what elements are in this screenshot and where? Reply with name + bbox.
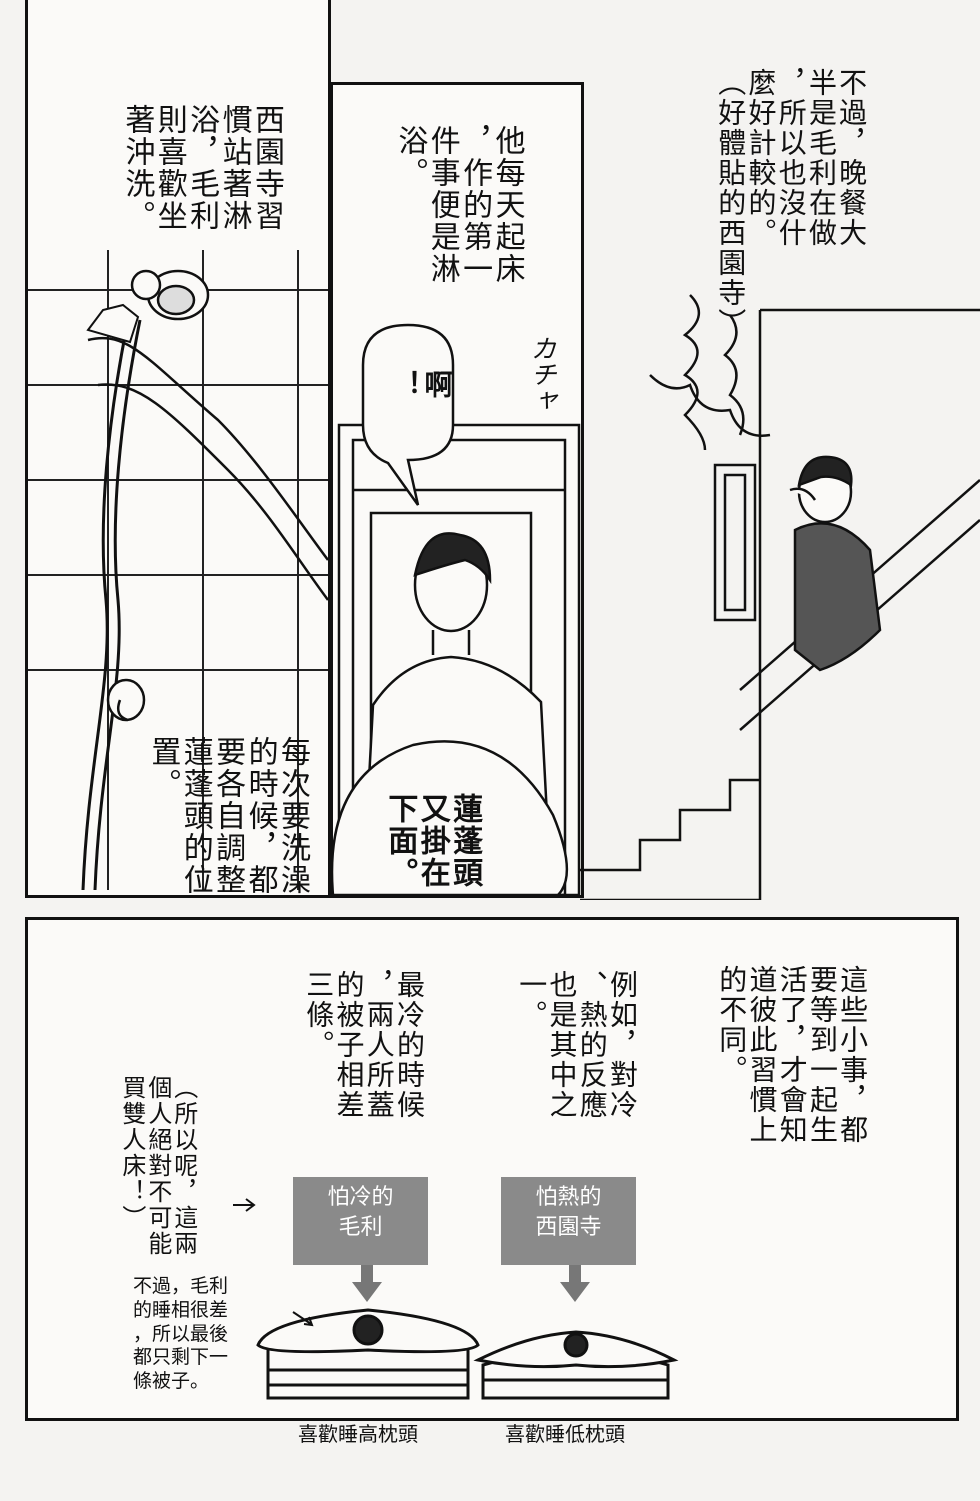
speech-ah: 啊 ！ — [390, 370, 454, 400]
label-mouri: 怕冷的 毛利 — [293, 1177, 428, 1265]
panel-door: 他每天起床 ，作的第一 件事便是淋 浴。 カチャ 啊 ！ 蓮蓬頭 又掛在 下面。 — [330, 82, 584, 898]
caption-adjust: 每次要洗澡 的時候，都 要各自調整 蓮蓬頭的位 置。 — [145, 736, 310, 896]
caption-hung: 蓮蓬頭 又掛在 下面。 — [382, 793, 483, 889]
hook-icon — [106, 678, 146, 722]
note-sleep: 不過，毛利 的睡相很差 ，所以最後 都只剩下一 條被子。 — [133, 1275, 229, 1392]
person-figure — [333, 532, 569, 895]
caption-morning: 他每天起床 ，作的第一 件事便是淋 浴。 — [392, 125, 525, 285]
caption-bed: （所以呢，這兩 個人絕對不可能 買雙人床！） — [117, 1075, 198, 1257]
stairs-artwork — [580, 294, 980, 900]
caption-blankets: 最冷的時候 ，兩人所蓋 的被子相差 三條。 — [302, 970, 426, 1120]
blanket-stack-low — [473, 1330, 679, 1400]
panel-shower: 西園寺習 慣站著淋 浴，毛利 則喜歡坐 著沖洗。 每次要洗澡 的時候，都 要各自… — [25, 0, 331, 898]
person-figure — [789, 455, 882, 672]
door-artwork — [333, 423, 581, 895]
label-saionji: 怕熱的 西園寺 — [501, 1177, 636, 1265]
panel-blankets: 這些小事，都 要等到一起生 活了，才會知 道彼此習慣上 的不同。 例如，對冷 、… — [25, 917, 959, 1421]
caption-cold-hot: 例如，對冷 、熱的反應 也是其中之 一。 — [515, 970, 639, 1120]
caption-dinner: 不過，晚餐大 半是毛利在做 ，所以也沒什 麼好計較的。 （好體貼的西園寺） — [714, 68, 869, 338]
speech-bubble — [361, 323, 455, 506]
caption-saionji: 西園寺習 慣站著淋 浴，毛利 則喜歡坐 著沖洗。 — [119, 104, 284, 232]
shower-head-icon — [130, 269, 210, 321]
down-arrow-icon — [352, 1260, 590, 1302]
label-high-pillow: 喜歡睡高枕頭 — [298, 1422, 418, 1446]
panel-stairs: 不過，晚餐大 半是毛利在做 ，所以也沒什 麼好計較的。 （好體貼的西園寺） — [580, 40, 980, 900]
caption-habits: 這些小事，都 要等到一起生 活了，才會知 道彼此習慣上 的不同。 — [715, 965, 870, 1145]
sfx-click: カチャ — [526, 335, 556, 413]
label-low-pillow: 喜歡睡低枕頭 — [505, 1422, 625, 1446]
blanket-artwork — [233, 1198, 679, 1400]
blanket-stack-high — [256, 1308, 480, 1400]
shower-artwork — [28, 250, 328, 891]
